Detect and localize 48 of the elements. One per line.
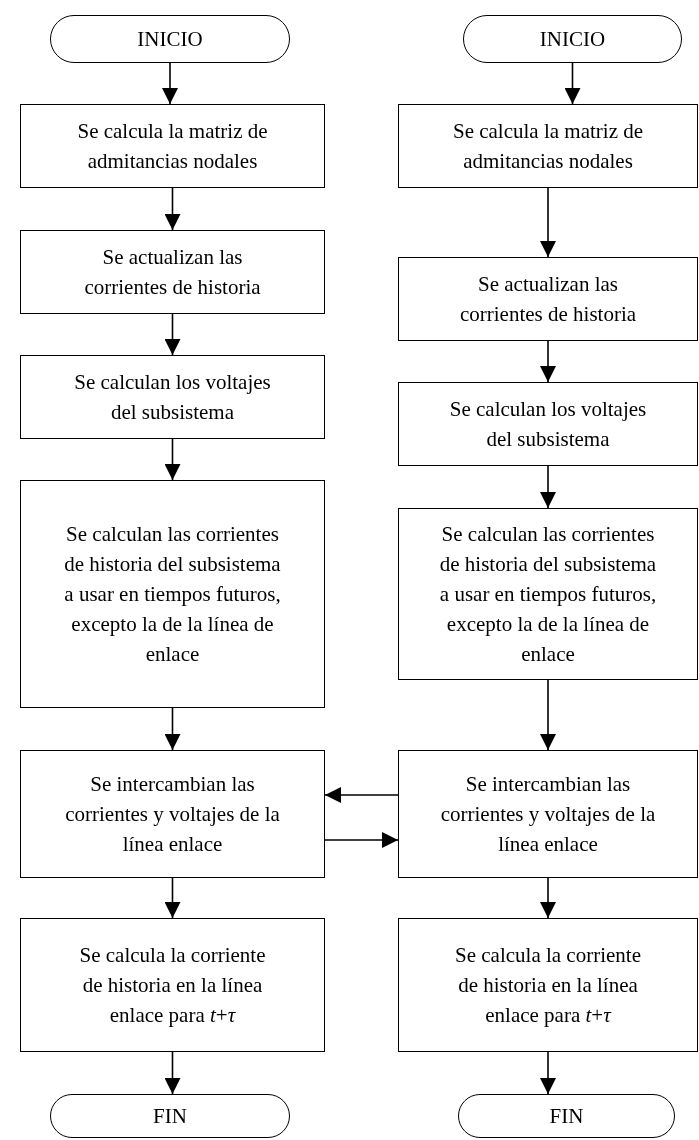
arrow [540,465,556,509]
process-box [20,230,325,314]
process-box [398,750,698,878]
arrow [540,679,556,751]
arrow [540,340,556,383]
process-box [398,257,698,341]
terminal-label: FIN [549,1103,584,1130]
process-text: Se calcula la matriz de admitancias nodales [451,118,645,175]
process-text: Se calcula la corriente de historia en la línea enlace para t+τ [454,942,642,1029]
terminal-label: INICIO [539,26,606,53]
process-text: Se intercambian las corrientes y voltajes de la línea enlace [64,771,281,858]
process-box [398,104,698,188]
arrow [324,832,399,848]
process-box [20,480,325,708]
process-text: Se calculan las corrientes de historia del subsistema a usar en tiempos futuros, excepto la de la línea de enlace [63,521,282,668]
process-box [20,355,325,439]
arrow [164,187,181,231]
process-text: Se calculan los voltajes del subsistema [73,369,272,426]
arrow [540,187,556,258]
process-box [398,508,698,680]
arrow [164,313,181,356]
arrow [164,1051,181,1095]
process-text: Se calculan los voltajes del subsistema [448,396,648,453]
arrow [540,877,556,919]
arrow [164,707,181,751]
process-text: Se calcula la corriente de historia en la línea enlace para t+τ [78,942,267,1029]
process-box [20,918,325,1052]
process-box [20,750,325,878]
terminal-label: INICIO [137,26,203,53]
terminal-label: FIN [153,1103,187,1130]
arrow [564,62,581,105]
process-box [20,104,325,188]
terminal-shape [463,15,682,63]
terminal-shape [50,1094,290,1138]
arrow [540,1051,556,1095]
arrow [164,438,181,481]
process-text: Se calculan las corrientes de historia del subsistema a usar en tiempos futuros, excepto la de la línea de enlace [438,521,658,668]
process-text: Se intercambian las corrientes y voltajes de la línea enlace [439,771,657,858]
terminal-shape [458,1094,675,1138]
process-text: Se calcula la matriz de admitancias nodales [76,118,269,175]
terminal-shape [50,15,290,63]
arrow [324,787,399,803]
arrow [164,877,181,919]
process-text: Se actualizan las corrientes de historia [458,271,638,328]
process-box [398,382,698,466]
process-box [398,918,698,1052]
process-text: Se actualizan las corrientes de historia [83,244,262,301]
arrow [162,62,178,105]
